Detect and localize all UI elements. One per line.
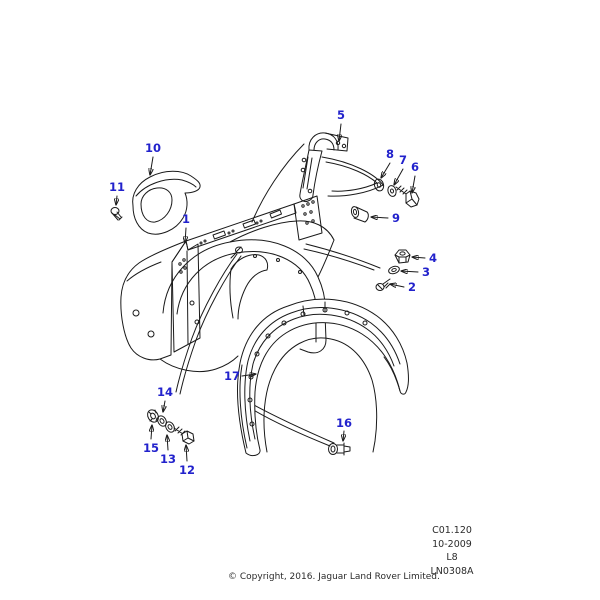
callout-label-7[interactable]: 7 — [399, 153, 407, 167]
copyright-text: © Copyright, 2016. Jaguar Land Rover Lim… — [228, 572, 440, 582]
callout-leader-7 — [394, 168, 404, 185]
catalog-date: 10-2009 — [432, 538, 472, 550]
callout-label-6[interactable]: 6 — [411, 160, 419, 174]
callout-label-17[interactable]: 17 — [224, 369, 240, 383]
callout-leader-9 — [371, 217, 389, 218]
part-2-screw — [375, 278, 391, 291]
part-4-nut — [394, 249, 411, 264]
callout-label-15[interactable]: 15 — [143, 441, 159, 455]
part-13-washer — [165, 421, 175, 433]
part-11-screw — [110, 207, 123, 221]
callout-leader-3 — [401, 271, 419, 272]
callout-label-2[interactable]: 2 — [408, 280, 416, 294]
catalog-code: C01.120 — [432, 525, 472, 536]
callout-label-11[interactable]: 11 — [109, 180, 125, 194]
part-16-clip — [328, 442, 351, 456]
callout-label-8[interactable]: 8 — [386, 147, 394, 161]
catalog-info: C01.120 10-2009 L8 LN0308A — [402, 524, 502, 578]
callout-leader-2 — [390, 284, 405, 287]
callout-leader-1 — [185, 227, 186, 243]
part-15-washer — [147, 409, 159, 423]
callout-label-3[interactable]: 3 — [422, 265, 430, 279]
callout-label-10[interactable]: 10 — [145, 141, 161, 155]
callout-leader-14 — [163, 400, 165, 412]
callout-label-5[interactable]: 5 — [337, 108, 345, 122]
part-5-bracket — [299, 132, 384, 202]
part-17-wheelarch-flare — [237, 298, 409, 457]
part-8-washer — [373, 178, 385, 192]
part-3-washer — [388, 265, 400, 275]
callout-label-16[interactable]: 16 — [336, 416, 352, 430]
callout-label-1[interactable]: 1 — [182, 212, 190, 226]
part-14-washer — [157, 415, 167, 427]
callout-leader-12 — [186, 445, 187, 462]
reference-curves — [175, 143, 381, 447]
part-1-inner-wheelarch-assembly — [120, 195, 335, 373]
callout-leader-4 — [412, 257, 426, 258]
callout-label-4[interactable]: 4 — [429, 251, 437, 265]
callout-leader-6 — [412, 175, 415, 193]
catalog-model: L8 — [446, 552, 458, 563]
part-9-spacer — [350, 206, 369, 223]
callout-leader-17 — [241, 374, 256, 376]
callout-leader-10 — [150, 156, 153, 175]
callout-leader-11 — [116, 195, 117, 205]
callout-label-13[interactable]: 13 — [160, 452, 176, 466]
part-7-washer — [387, 185, 397, 197]
callout-leader-16 — [343, 430, 344, 441]
drawing-number: LN0308A — [430, 565, 474, 577]
part-10-cover — [132, 170, 201, 235]
callout-label-9[interactable]: 9 — [392, 211, 400, 225]
callout-leader-13 — [167, 435, 168, 451]
part-6-bolt — [395, 185, 420, 208]
part-12-bolt — [173, 426, 195, 445]
callout-label-12[interactable]: 12 — [179, 463, 195, 477]
callout-leader-8 — [381, 162, 391, 178]
callout-leader-5 — [339, 123, 341, 141]
callout-leader-15 — [151, 425, 152, 440]
callout-label-14[interactable]: 14 — [157, 385, 173, 399]
